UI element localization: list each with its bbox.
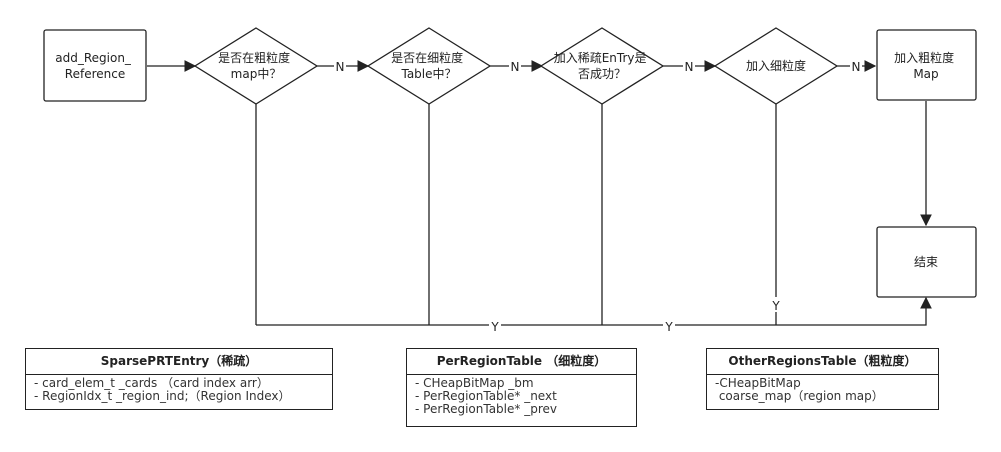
svg-text:N: N <box>685 60 694 74</box>
svg-text:add_Region_ Reference: add_Region_ Reference <box>55 51 135 81</box>
class-member: - card_elem_t _cards （card index arr） <box>34 377 269 390</box>
svg-text:N: N <box>511 60 520 74</box>
edge-yes-bus-to-end <box>256 296 932 326</box>
class-members-other-regions-table: -CHeapBitMap coarse_map（region map） <box>707 375 938 403</box>
class-member: - PerRegionTable* _prev <box>415 403 557 416</box>
svg-text:Y: Y <box>771 299 780 313</box>
class-member: coarse_map（region map） <box>715 390 884 403</box>
svg-text:Y: Y <box>664 320 673 334</box>
svg-text:加入细粒度: 加入细粒度 <box>746 58 806 73</box>
class-member: - CHeapBitMap _bm <box>415 377 534 390</box>
class-members-per-region-table: - CHeapBitMap _bm - PerRegionTable* _nex… <box>407 375 636 416</box>
node-end: 结束 <box>876 226 977 298</box>
edge-label-no-3: N <box>683 58 695 74</box>
node-check-coarse: 是否在粗粒度 map中？ <box>193 27 319 105</box>
svg-text:Y: Y <box>490 320 499 334</box>
svg-text:结束: 结束 <box>914 255 938 269</box>
edge-label-no-4: N <box>850 58 862 74</box>
class-title-per-region-table: PerRegionTable （细粒度） <box>407 349 636 375</box>
class-box-per-region-table: PerRegionTable （细粒度） - CHeapBitMap _bm -… <box>406 348 637 427</box>
edge-label-yes-2: Y <box>663 318 675 334</box>
class-member: - RegionIdx_t _region_ind;（Region Index） <box>34 390 291 403</box>
edge-label-yes-3: Y <box>770 297 782 313</box>
svg-text:是否在细粒度 Table中？: 是否在细粒度 Table中？ <box>391 50 467 81</box>
node-start: add_Region_ Reference <box>43 29 147 102</box>
edge-label-no-1: N <box>334 58 346 74</box>
svg-text:加入稀疏EnTry是 否成功？: 加入稀疏EnTry是 否成功？ <box>554 50 651 81</box>
edge-label-yes-1: Y <box>489 318 501 334</box>
node-check-fine: 是否在细粒度 Table中？ <box>366 27 492 105</box>
node-add-sparse: 加入稀疏EnTry是 否成功？ <box>539 27 665 105</box>
class-member: - PerRegionTable* _next <box>415 390 557 403</box>
class-box-other-regions-table: OtherRegionsTable（粗粒度） -CHeapBitMap coar… <box>706 348 939 410</box>
node-add-fine: 加入细粒度 <box>713 27 839 105</box>
svg-text:加入粗粒度 Map: 加入粗粒度 Map <box>894 50 958 81</box>
svg-text:是否在粗粒度 map中？: 是否在粗粒度 map中？ <box>218 50 294 81</box>
class-box-sparse-prt-entry: SparsePRTEntry（稀疏） - card_elem_t _cards … <box>25 348 333 410</box>
class-member: -CHeapBitMap <box>715 377 801 390</box>
class-title-sparse-prt-entry: SparsePRTEntry（稀疏） <box>26 349 332 375</box>
edge-label-no-2: N <box>509 58 521 74</box>
class-title-other-regions-table: OtherRegionsTable（粗粒度） <box>707 349 938 375</box>
class-members-sparse-prt-entry: - card_elem_t _cards （card index arr） - … <box>26 375 332 403</box>
svg-text:N: N <box>852 60 861 74</box>
node-add-coarse: 加入粗粒度 Map <box>876 29 977 101</box>
svg-text:N: N <box>336 60 345 74</box>
